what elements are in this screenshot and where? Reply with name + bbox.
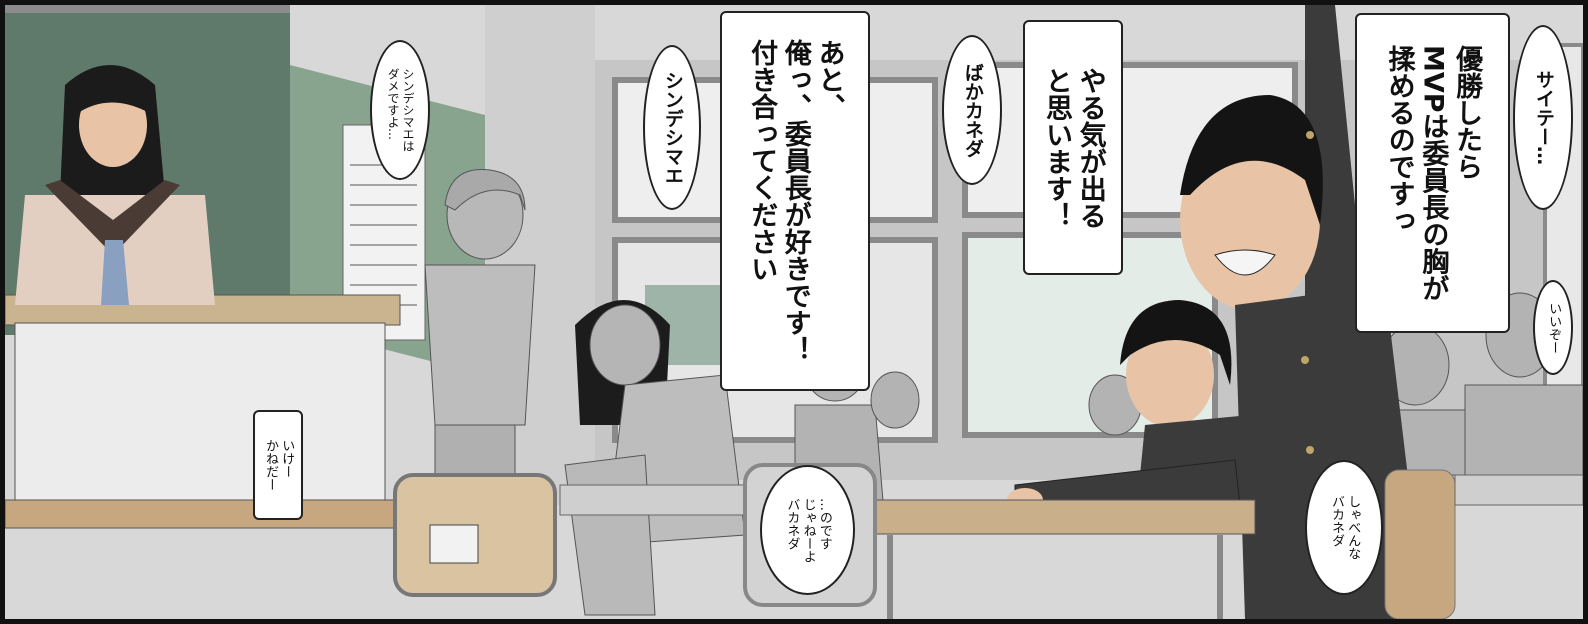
speech-bubble-yaruki: やる気が出る と思います！: [1023, 20, 1123, 275]
speech-bubble-node-su: …のです じゃねーよ バカネダ: [760, 465, 855, 595]
speech-bubble-ii-zo: いいぞー: [1533, 280, 1573, 375]
speech-bubble-saitee: サイテー…: [1513, 25, 1573, 210]
speech-bubble-shindeshimae: シンデシマエ: [643, 45, 701, 210]
speech-bubble-shaben-na: しゃべんな バカネダ: [1305, 460, 1383, 595]
confession-text: あと、 俺っ、委員長が好きです！ 付き合ってください: [746, 39, 845, 363]
victory-mvp-text: 優勝したら MVPは委員長の胸が 揉めるのですっ: [1383, 44, 1483, 302]
shindeshimae-dame-text: シンデシマエは ダメですよ…: [386, 68, 415, 152]
speech-bubble-shindeshimae-dame: シンデシマエは ダメですよ…: [370, 40, 430, 180]
shindeshimae-text: シンデシマエ: [661, 70, 684, 185]
saitee-text: サイテー…: [1532, 70, 1555, 165]
ii-zo-text: いいぞー: [1546, 301, 1562, 354]
node-su-text: …のです じゃねーよ バカネダ: [784, 497, 832, 563]
speech-bubble-victory-mvp: 優勝したら MVPは委員長の胸が 揉めるのですっ: [1355, 13, 1510, 333]
speech-bubble-baka-kaneda: ばかカネダ: [942, 35, 1002, 185]
speech-bubble-confession: あと、 俺っ、委員長が好きです！ 付き合ってください: [720, 11, 870, 391]
baka-kaneda-text: ばかカネダ: [961, 62, 984, 158]
yaruki-text: やる気が出る と思います！: [1041, 66, 1106, 229]
gray-girl-standing: [424, 168, 536, 476]
iike-kaneda-text: いけー かねだー: [263, 439, 295, 491]
shaben-na-text: しゃべんな バカネダ: [1329, 495, 1361, 560]
teacher-girl: [15, 65, 215, 305]
kaneda-boy: [1180, 5, 1425, 619]
speech-bubble-iike-kaneda: いけー かねだー: [253, 410, 303, 520]
